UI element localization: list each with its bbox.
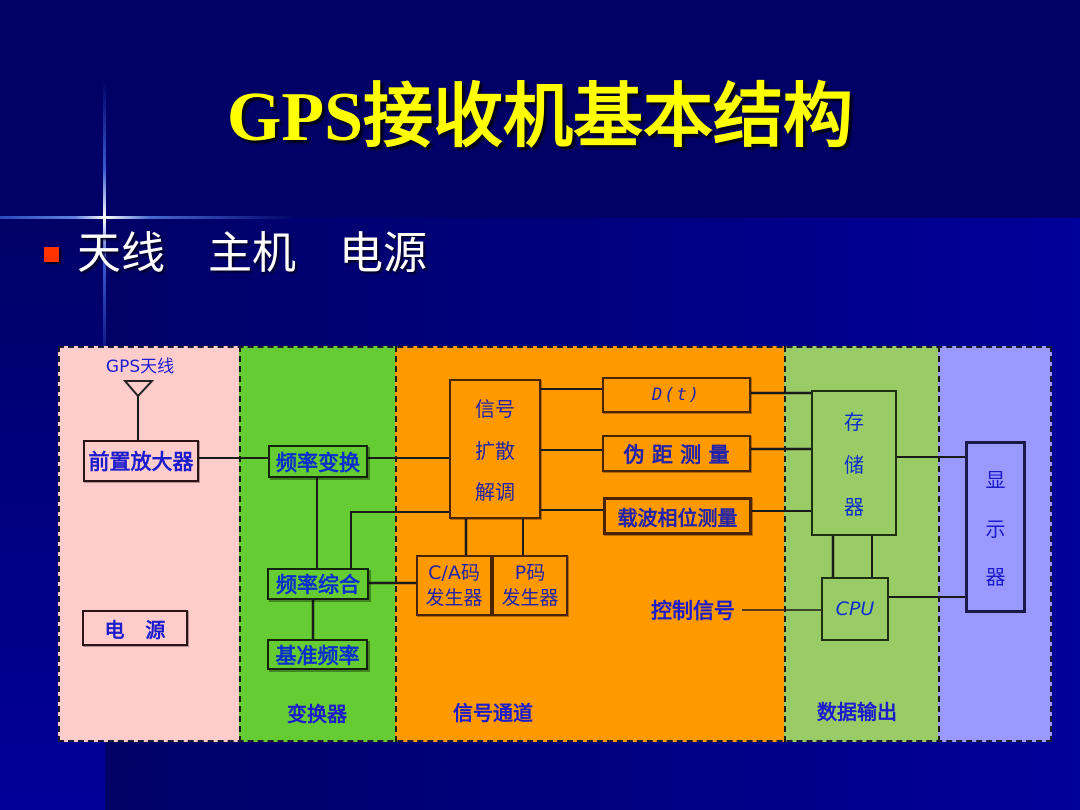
signal-channel-zone-label: 信号通道 bbox=[453, 701, 533, 725]
display-char: 显 bbox=[985, 467, 1006, 492]
slide-title: GPS接收机基本结构 bbox=[226, 79, 854, 156]
connection-lines bbox=[122, 380, 965, 639]
bullet-item-host: 主机 bbox=[208, 228, 296, 279]
ca-code-generator-block: C/A码 发生器 bbox=[416, 555, 492, 616]
power-supply-block: 电 源 bbox=[82, 610, 188, 646]
bullet-text: 天线 主机 电源 bbox=[77, 229, 427, 279]
display-char: 示 bbox=[985, 516, 1006, 541]
cpu-block: CPU bbox=[821, 577, 889, 641]
display-char: 器 bbox=[985, 565, 1006, 590]
decorative-glow-vertical bbox=[103, 80, 106, 380]
p-code-line: P码 bbox=[514, 561, 546, 584]
memory-char: 储 bbox=[844, 452, 864, 477]
bullet-list: 天线 主机 电源 bbox=[44, 229, 427, 279]
background-top-band bbox=[0, 0, 1080, 218]
preamplifier-block: 前置放大器 bbox=[83, 440, 199, 482]
carrier-phase-measurement-block: 载波相位测量 bbox=[603, 497, 752, 535]
bullet-item-antenna: 天线 bbox=[77, 228, 165, 279]
memory-block: 存 储 器 bbox=[811, 390, 897, 536]
memory-char: 存 bbox=[844, 409, 864, 434]
signal-block-line: 信号 bbox=[475, 397, 515, 422]
ca-code-line: C/A码 bbox=[428, 561, 480, 584]
signal-block-line: 扩散 bbox=[475, 438, 515, 463]
navigation-data-block: D(t) bbox=[602, 377, 751, 413]
signal-block-line: 解调 bbox=[475, 479, 515, 504]
pseudorange-measurement-block: 伪 距 测 量 bbox=[602, 435, 751, 472]
frequency-synthesis-block: 频率综合 bbox=[267, 568, 369, 600]
reference-frequency-block: 基准频率 bbox=[267, 639, 368, 670]
decorative-glow-horizontal bbox=[0, 216, 300, 219]
gps-receiver-block-diagram: GPS天线 前置放大器 电 源 频率变换 频率综合 基准频率 变换器 信号 扩散… bbox=[58, 346, 1052, 742]
bullet-item-power: 电源 bbox=[339, 228, 427, 279]
p-code-generator-block: P码 发生器 bbox=[492, 555, 568, 616]
frequency-conversion-block: 频率变换 bbox=[268, 445, 368, 478]
despread-demodulate-block: 信号 扩散 解调 bbox=[449, 379, 541, 519]
control-signal-label: 控制信号 bbox=[651, 599, 735, 623]
display-block: 显 示 器 bbox=[965, 441, 1026, 613]
square-bullet-icon bbox=[44, 246, 59, 262]
gps-antenna-label: GPS天线 bbox=[105, 357, 175, 377]
p-code-line: 发生器 bbox=[501, 586, 559, 609]
antenna-icon bbox=[122, 380, 155, 398]
antenna-zone bbox=[58, 346, 239, 742]
ca-code-line: 发生器 bbox=[425, 586, 483, 609]
data-output-zone-label: 数据输出 bbox=[817, 700, 897, 724]
memory-char: 器 bbox=[844, 495, 864, 520]
converter-zone-label: 变换器 bbox=[287, 702, 347, 726]
